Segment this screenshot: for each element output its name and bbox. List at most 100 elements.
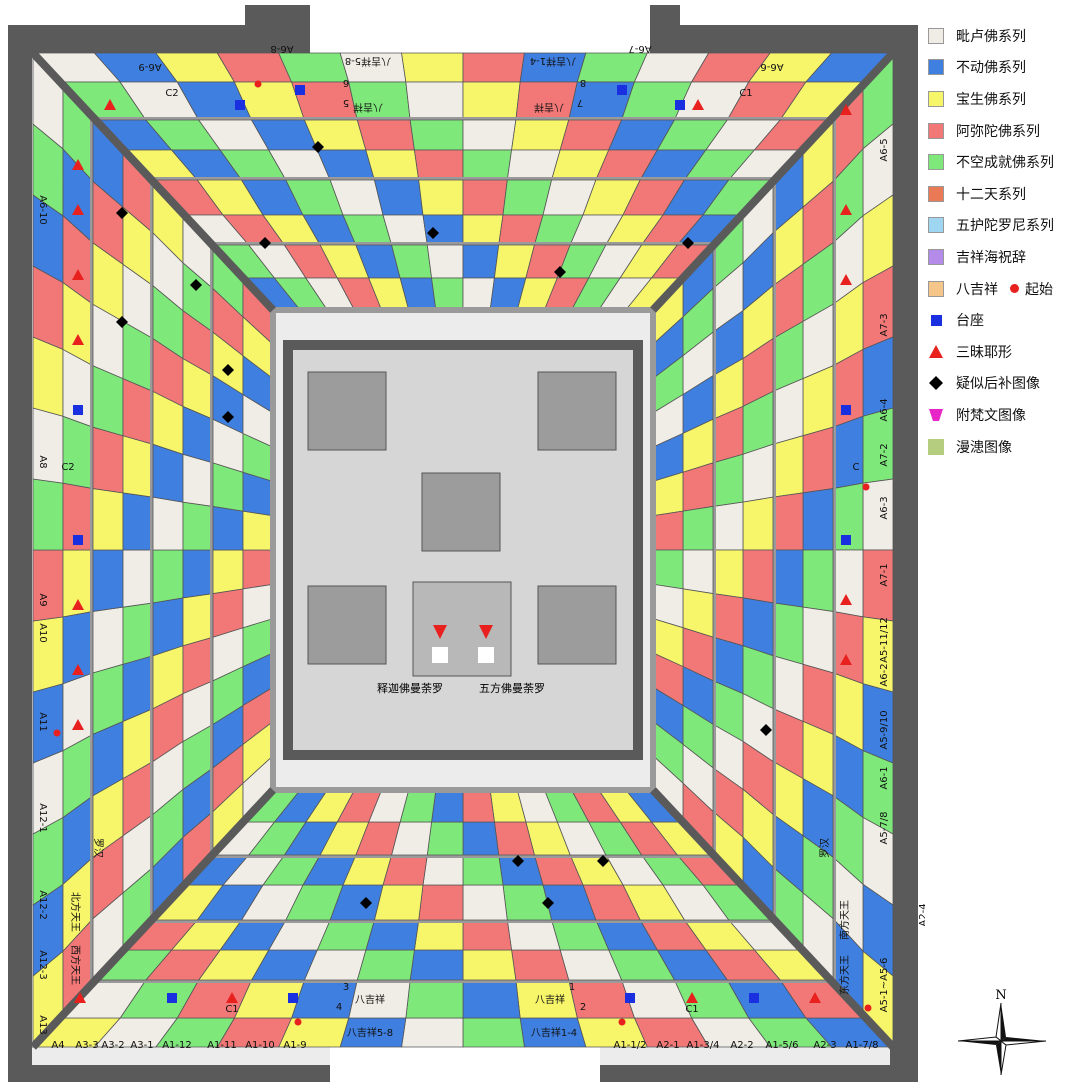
ring-cell: [682, 549, 714, 595]
legend-label: 不空成就佛系列: [956, 155, 1054, 172]
ring-cell: [182, 453, 214, 507]
legend-swatch: [928, 438, 944, 455]
triangle-mark: [840, 274, 852, 285]
right-code-label: A5-7/8: [879, 812, 890, 845]
square-mark: [167, 993, 177, 1003]
left-code-label: A12-2: [37, 890, 48, 920]
square-mark: [841, 405, 851, 415]
ring-cell: [742, 549, 774, 604]
ring-cell: [278, 52, 350, 83]
bottom-code-label: A1-11: [207, 1040, 237, 1051]
top-code-label: A6-6: [760, 61, 783, 72]
triangle-mark: [840, 104, 852, 115]
bottom-code-label: A1-12: [162, 1040, 192, 1051]
right-code-label: A6-2: [879, 663, 890, 686]
ring-cell: [152, 549, 184, 604]
ring-cell: [682, 505, 714, 551]
red-triangle-icon: [928, 344, 944, 360]
ring-cell: [418, 884, 464, 921]
ring-cell: [652, 510, 684, 551]
legend-label: 八吉祥: [956, 281, 998, 298]
legend-item: 八吉祥起始: [928, 273, 1078, 305]
legend-item: 不动佛系列: [928, 52, 1078, 84]
square-mark: [625, 993, 635, 1003]
symbol-marks: [53, 80, 872, 1026]
corner-beam: [650, 50, 896, 313]
legend-label: 疑似后补图像: [956, 376, 1040, 393]
legend-item: 毗卢佛系列: [928, 20, 1078, 52]
ring-cell: [212, 549, 244, 595]
ring-cell: [348, 81, 411, 121]
ring-cell: [426, 821, 464, 856]
triangle-mark: [692, 99, 704, 110]
pillar-block: [537, 585, 617, 665]
central-chamber: 释迦佛曼荼罗五方佛曼荼罗: [283, 340, 643, 760]
left-code-label: A12-1: [37, 803, 48, 833]
right-code-label: A2-4: [918, 903, 925, 926]
right-code-label: A6-4: [879, 398, 890, 421]
square-mark: [675, 100, 685, 110]
pillar-block: [537, 371, 617, 451]
compass-arrow-n: [1001, 1003, 1006, 1041]
diamond-mark: [116, 207, 128, 219]
ring-cell: [405, 979, 464, 1019]
ring-cell: [462, 214, 504, 246]
ring-cell: [122, 602, 154, 665]
ring-cell: [122, 492, 154, 551]
ring-cell: [511, 119, 570, 151]
pillar-block: [421, 472, 501, 552]
square-mark: [288, 993, 298, 1003]
compass-rose: N: [958, 988, 1047, 1075]
bajixiang-label: 八吉祥5-8: [345, 55, 391, 68]
right-code-label: A6-3: [879, 496, 890, 519]
ring-cell: [32, 407, 64, 484]
bajixiang-label: 八吉祥: [355, 993, 385, 1006]
diamond-mark: [682, 237, 694, 249]
bottom-code-label: A1-9: [283, 1040, 306, 1051]
ring-cell: [356, 949, 415, 981]
left-code-label: A12-3: [37, 950, 48, 980]
compass-arrow-e: [1001, 1037, 1046, 1041]
ring-cell: [92, 488, 124, 551]
ring-cell: [462, 244, 500, 279]
left-code-label: A9: [37, 593, 48, 606]
ring-cell: [462, 979, 521, 1019]
ring-cell: [742, 496, 774, 551]
number-label: 3: [343, 982, 349, 993]
bottom-code-label: A1-3/4: [687, 1040, 720, 1051]
legend-label: 宝生佛系列: [956, 91, 1026, 108]
luohan-label: 罗汉: [92, 838, 104, 858]
diamond-mark: [190, 279, 202, 291]
legend-label: 三昧耶形: [956, 344, 1012, 361]
red-arrow: [479, 625, 493, 639]
ring-cell: [32, 336, 64, 417]
compass-north-label: N: [995, 988, 1006, 1003]
square-mark: [749, 993, 759, 1003]
triangle-mark: [72, 204, 84, 215]
bajixiang-label: 八吉祥: [535, 993, 565, 1006]
compass-arrow-w: [958, 1041, 1001, 1045]
top-code-label: A6-7: [628, 43, 651, 54]
pillar-block: [307, 585, 387, 665]
legend-label: 毗卢佛系列: [956, 28, 1026, 45]
diamond-mark: [760, 724, 772, 736]
red-arrow: [433, 625, 447, 639]
legend-item: 阿弥陀佛系列: [928, 115, 1078, 147]
luohan-label: 罗汉: [819, 838, 831, 858]
legend-swatch: [928, 27, 944, 44]
square-mark: [235, 100, 245, 110]
left-code-label: A11: [37, 712, 48, 732]
altar-seat: [432, 647, 448, 663]
right-code-label: A5-1~A5-6: [879, 958, 890, 1013]
altar-block: [412, 581, 512, 677]
bajixiang-label: 八吉祥1-4: [531, 1026, 577, 1039]
right-code-label: A6-5: [879, 138, 890, 161]
legend-item: 十二天系列: [928, 178, 1078, 210]
ring-cell: [413, 149, 464, 181]
legend: 毗卢佛系列不动佛系列宝生佛系列阿弥陀佛系列不空成就佛系列十二天系列五护陀罗尼系列…: [928, 20, 1078, 462]
ring-cell: [772, 549, 804, 608]
ring-cell: [832, 415, 864, 490]
ring-cell: [409, 949, 464, 981]
ring-cell: [462, 821, 500, 856]
